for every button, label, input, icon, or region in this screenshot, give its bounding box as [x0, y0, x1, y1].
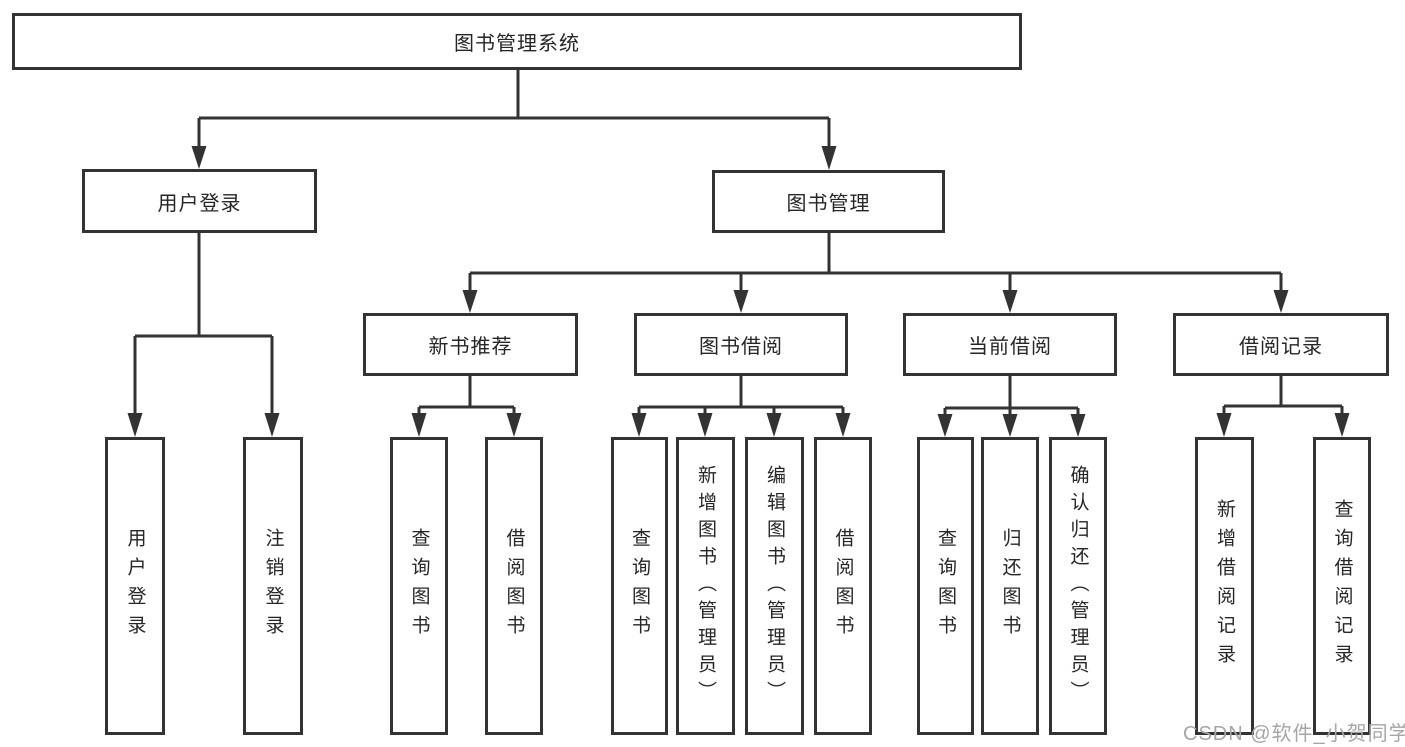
node-root-library-management-system: 图书管理系统	[12, 13, 1022, 70]
node-book-management: 图书管理	[712, 170, 945, 233]
connector-user-login-children	[127, 233, 280, 437]
csdn-watermark: CSDN @软件_小贺同学	[1183, 723, 1405, 745]
node-new-book-recommend: 新书推荐	[363, 313, 578, 376]
leaf-recommend-borrow-books: 借阅图书	[485, 437, 543, 735]
node-borrowing-records: 借阅记录	[1173, 313, 1389, 376]
leaf-borrowing-query-books: 查询图书	[611, 437, 668, 735]
leaf-current-return-books: 归还图书	[981, 437, 1039, 735]
leaf-borrowing-add-books-admin: 新增图书（管理员）	[676, 437, 735, 735]
connector-root-to-level2	[191, 70, 837, 170]
leaf-borrowing-borrow-books: 借阅图书	[814, 437, 872, 735]
leaf-records-add-record: 新增借阅记录	[1195, 437, 1254, 735]
leaf-current-query-books: 查询图书	[917, 437, 974, 735]
connector-book-borrowing-children	[631, 376, 851, 437]
connector-new-book-recommend-children	[411, 376, 522, 437]
leaf-current-confirm-return-admin: 确认归还（管理员）	[1049, 437, 1107, 735]
connector-borrowing-records-children	[1216, 376, 1350, 437]
connector-book-management-children	[462, 233, 1289, 313]
node-book-borrowing: 图书借阅	[634, 313, 848, 376]
leaf-recommend-query-books: 查询图书	[390, 437, 448, 735]
connector-current-borrowing-children	[937, 376, 1086, 437]
node-user-login: 用户登录	[82, 169, 317, 233]
leaf-logout-login: 注销登录	[243, 437, 303, 735]
node-current-borrowing: 当前借阅	[903, 313, 1117, 376]
leaf-user-login: 用户登录	[105, 437, 165, 735]
leaf-borrowing-edit-books-admin: 编辑图书（管理员）	[745, 437, 804, 735]
leaf-records-query-record: 查询借阅记录	[1313, 437, 1371, 735]
